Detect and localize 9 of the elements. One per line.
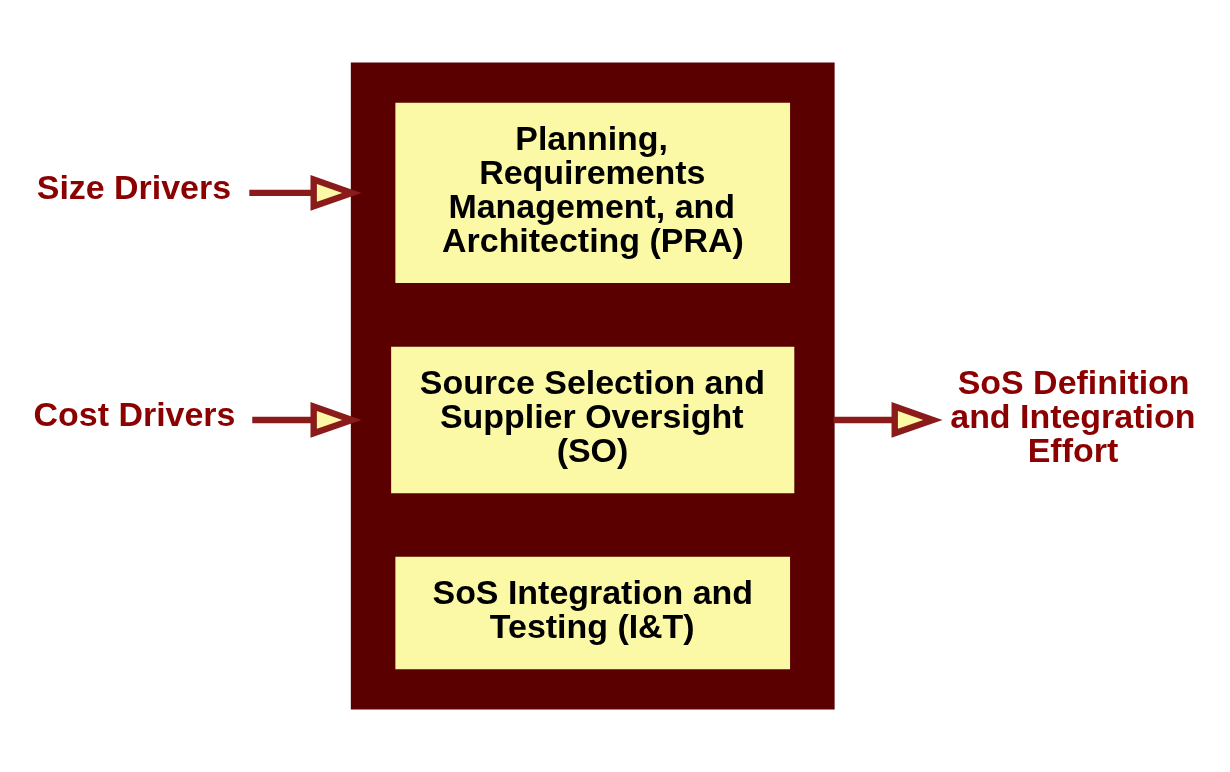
arrow <box>249 175 362 211</box>
node-text: Size Drivers <box>36 167 232 206</box>
arrow <box>833 402 943 438</box>
node-box: Planning, Requirements Management, and Architecting (PRA) <box>393 100 793 286</box>
node-box: SoS Integration and Testing (I&T) <box>393 554 793 672</box>
node-text: Cost Drivers <box>33 394 236 433</box>
node-text: SoS Definition and Integration Effort <box>950 363 1196 469</box>
cluster <box>350 62 835 710</box>
node-box: Source Selection and Supplier Oversight (SO) <box>389 344 797 496</box>
